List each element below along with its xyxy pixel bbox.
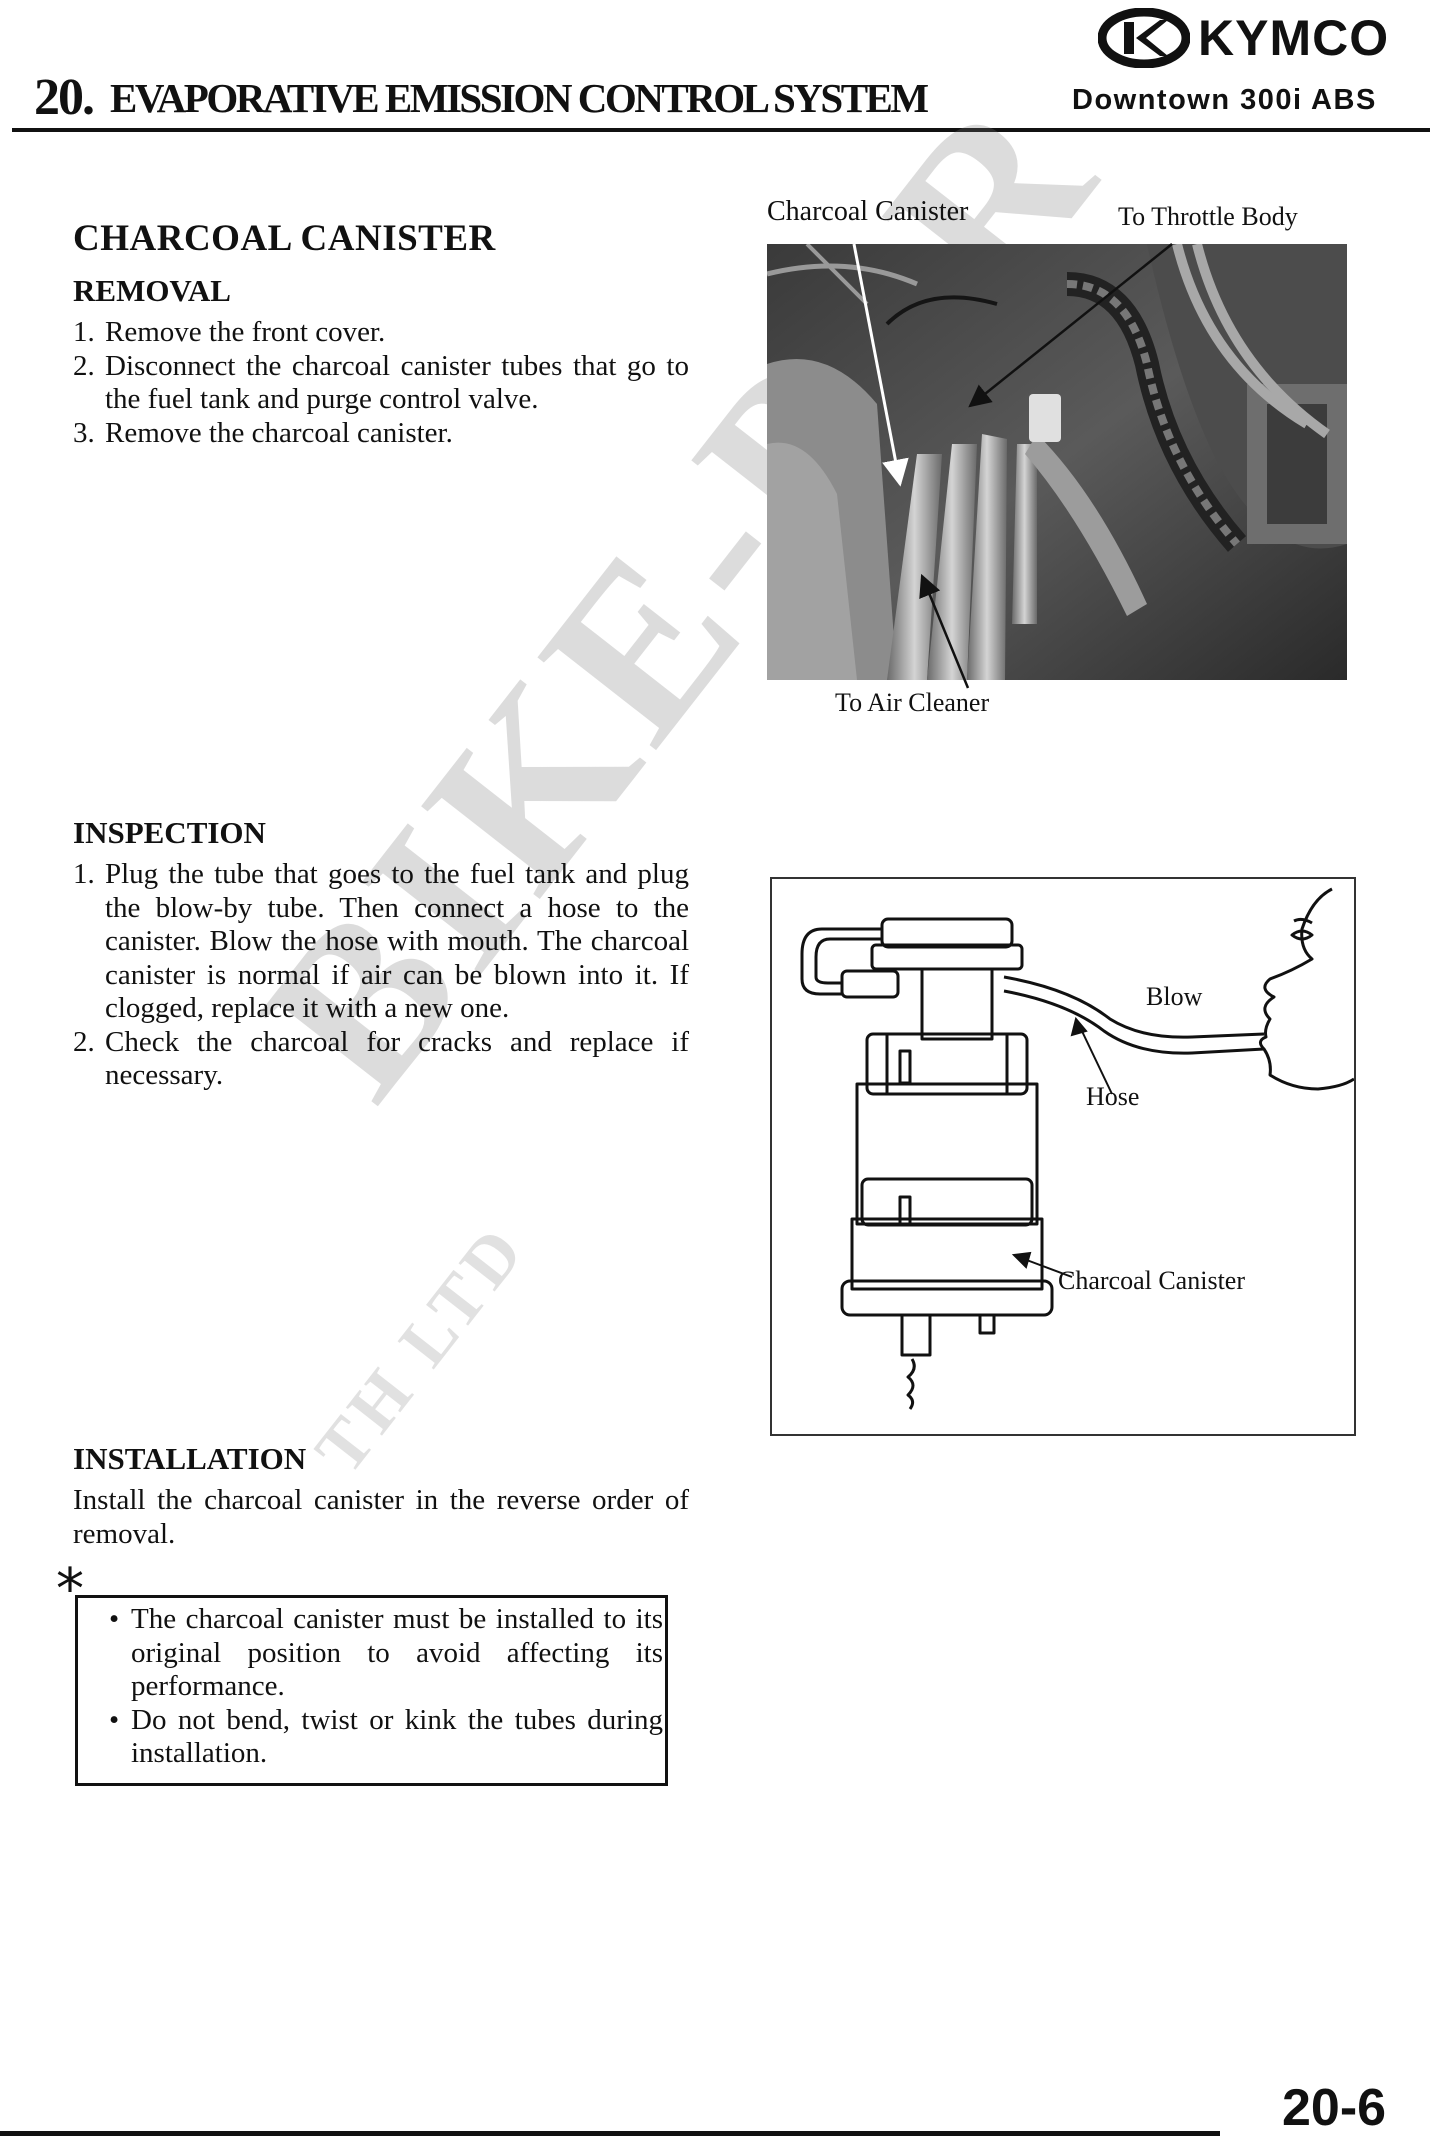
inspection-step: 2.Check the charcoal for cracks and repl…	[73, 1025, 689, 1092]
kymco-logo-icon	[1098, 8, 1190, 68]
note-box	[75, 1595, 668, 1786]
removal-step: 1.Remove the front cover.	[73, 316, 386, 348]
page-number: 20-6	[1282, 2079, 1387, 2137]
section-title: CHARCOAL CANISTER	[73, 218, 496, 259]
label-to-air-cleaner: To Air Cleaner	[835, 688, 990, 717]
removal-step: 2.Disconnect the charcoal canister tubes…	[73, 349, 689, 416]
installation-text: Install the charcoal canister in the rev…	[73, 1484, 689, 1550]
chapter-title: EVAPORATIVE EMISSION CONTROL SYSTEM	[110, 75, 929, 121]
label-hose: Hose	[1086, 1082, 1140, 1111]
model-name: Downtown 300i ABS	[1072, 84, 1377, 116]
inspection-step: 1.Plug the tube that goes to the fuel ta…	[73, 858, 689, 1024]
brand-name: KYMCO	[1198, 10, 1390, 66]
note-symbol: *	[56, 1557, 84, 1622]
inspection-diagram	[770, 877, 1356, 1436]
label-diagram-charcoal-canister: Charcoal Canister	[1058, 1266, 1245, 1295]
inspection-steps: 1.Plug the tube that goes to the fuel ta…	[73, 858, 689, 1093]
inspection-heading: INSPECTION	[73, 815, 266, 850]
label-to-throttle-body: To Throttle Body	[1118, 202, 1298, 231]
header-rule	[12, 128, 1430, 132]
removal-step: 3.Remove the charcoal canister.	[73, 416, 453, 449]
canister-photo	[766, 242, 1347, 680]
label-blow: Blow	[1146, 982, 1203, 1011]
note-item: •Do not bend, twist or kink the tubes du…	[109, 1703, 663, 1770]
note-list: •The charcoal canister must be installed…	[103, 1603, 663, 1771]
note-item: •The charcoal canister must be installed…	[109, 1603, 663, 1702]
footer-rule	[0, 2131, 1220, 2136]
removal-steps: 1.Remove the front cover. 2.Disconnect t…	[73, 316, 689, 450]
canister-blow-diagram	[800, 887, 1355, 1410]
label-charcoal-canister: Charcoal Canister	[767, 196, 969, 227]
kymco-logo: KYMCO	[1098, 6, 1389, 70]
chapter-number: 20.	[34, 69, 95, 126]
installation-heading: INSTALLATION	[73, 1441, 307, 1476]
removal-heading: REMOVAL	[73, 273, 231, 308]
